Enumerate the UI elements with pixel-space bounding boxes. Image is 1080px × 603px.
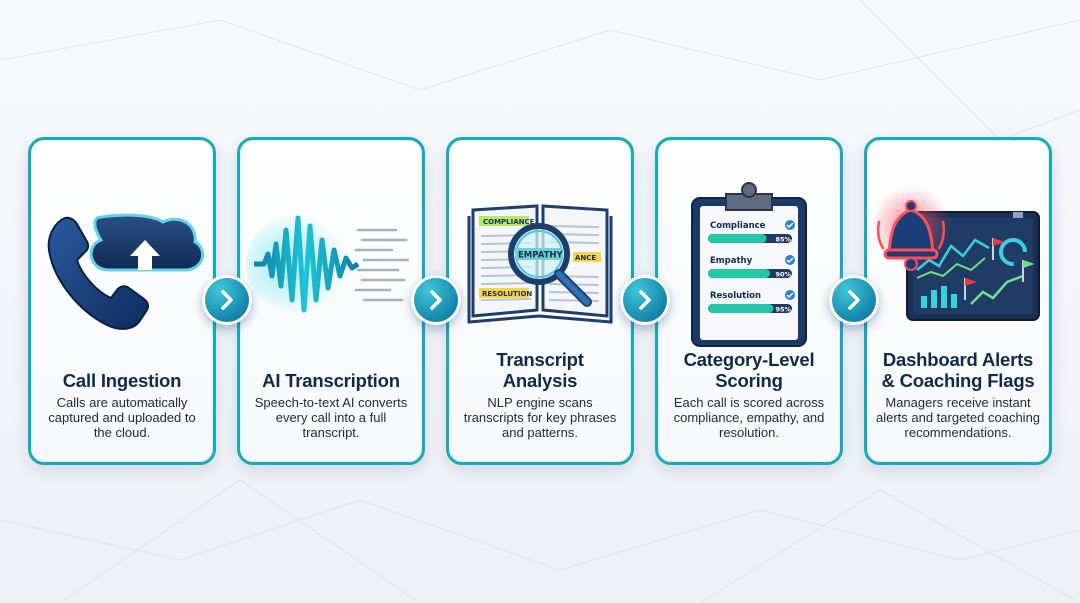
step-card-ai-transcription: AI Transcription Speech-to-text AI conve… <box>237 137 425 465</box>
step-card-category-level-scoring: Compliance 85% Empathy 90% Resolution 95% Cat… <box>655 137 843 465</box>
tag-ance: ANCE <box>575 254 596 262</box>
chevron-right-icon <box>620 275 670 325</box>
step-card-dashboard-alerts: Dashboard Alerts & Coaching Flags Manage… <box>864 137 1052 465</box>
step-description: Speech-to-text AI converts every call in… <box>254 395 408 440</box>
step-description: NLP engine scans transcripts for key phr… <box>463 395 617 440</box>
score-bar-fill <box>708 234 767 243</box>
book-magnifier-icon: COMPLIANCE ANCE RESOLUTION EMPATHY <box>467 204 613 324</box>
chevron-right-icon <box>202 275 252 325</box>
chevron-right-icon <box>829 275 879 325</box>
score-value: 95% <box>775 306 791 314</box>
score-value: 90% <box>775 271 791 279</box>
score-label: Empathy <box>710 256 753 266</box>
step-card-transcript-analysis: COMPLIANCE ANCE RESOLUTION EMPATHY Trans… <box>446 137 634 465</box>
check-mark <box>786 222 794 229</box>
step-description: Managers receive instant alerts and targ… <box>875 395 1041 440</box>
chevron-right-icon <box>411 275 461 325</box>
check-mark <box>786 292 794 299</box>
step-description: Each call is scored across compliance, e… <box>673 395 825 440</box>
tag-empathy: EMPATHY <box>518 251 564 261</box>
bell-dashboard-icon <box>873 186 1040 321</box>
sound-wave-icon <box>246 212 410 316</box>
score-label: Resolution <box>710 291 761 301</box>
clipboard-scores-icon: Compliance 85% Empathy 90% Resolution 95% <box>691 182 807 347</box>
step-title: Call Ingestion <box>62 370 182 391</box>
step-title: AI Transcription <box>262 370 400 391</box>
score-bar-fill <box>708 304 774 313</box>
score-value: 85% <box>775 236 791 244</box>
step-card-call-ingestion: Call Ingestion Calls are automatically c… <box>28 137 216 465</box>
step-title: Category-Level Scoring <box>683 349 815 391</box>
step-title: Dashboard Alerts & Coaching Flags <box>881 349 1035 391</box>
phone-cloud-upload-icon <box>47 213 204 330</box>
step-title: Transcript Analysis <box>496 349 584 391</box>
step-description: Calls are automatically captured and upl… <box>48 395 196 440</box>
check-mark <box>786 257 794 264</box>
score-label: Compliance <box>710 221 766 231</box>
tag-resolution: RESOLUTION <box>482 290 532 298</box>
tag-compliance: COMPLIANCE <box>483 218 535 226</box>
score-bar-fill <box>708 269 770 278</box>
